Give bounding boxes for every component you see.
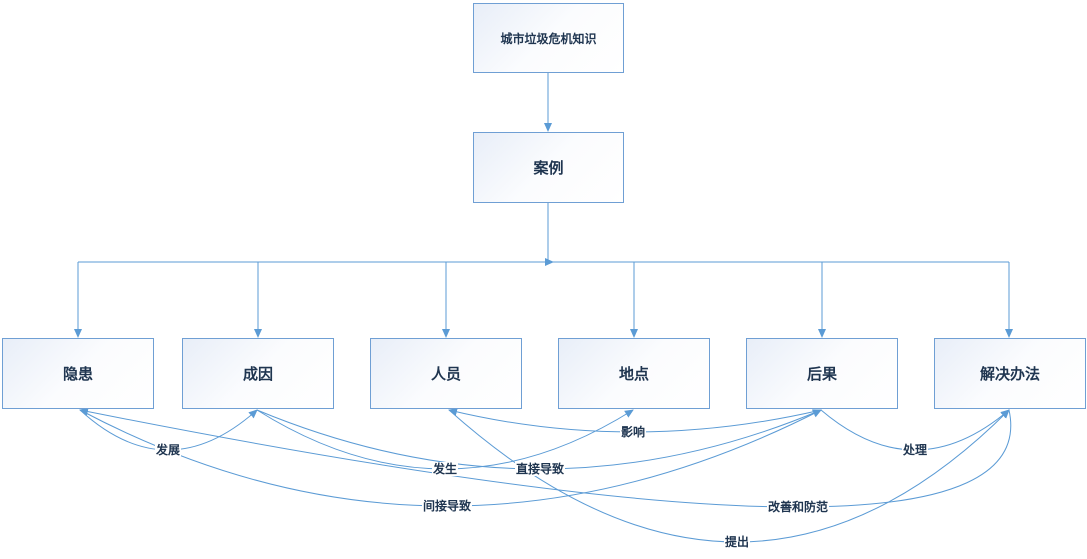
- edge-label-influence: 影响: [619, 425, 647, 439]
- edge-label-occur: 发生: [431, 462, 459, 476]
- node-solution[interactable]: 解决办法: [934, 338, 1086, 409]
- edge-label-propose: 提出: [723, 535, 751, 549]
- edge-occur: [256, 409, 634, 470]
- edge-label-improve: 改善和防范: [766, 500, 830, 514]
- node-people[interactable]: 人员: [370, 338, 522, 409]
- edge-propose: [448, 409, 1010, 543]
- edge-improve: [79, 407, 1012, 508]
- node-case[interactable]: 案例: [473, 132, 624, 203]
- edge-label-develop: 发展: [154, 443, 182, 457]
- node-root[interactable]: 城市垃圾危机知识: [473, 3, 624, 73]
- node-hazard[interactable]: 隐患: [2, 338, 154, 409]
- edge-direct: [256, 409, 822, 470]
- node-consequence[interactable]: 后果: [746, 338, 898, 409]
- node-place[interactable]: 地点: [558, 338, 710, 409]
- edge-indirect: [79, 409, 822, 507]
- node-cause[interactable]: 成因: [182, 338, 334, 409]
- edge-label-direct: 直接导致: [514, 462, 566, 476]
- edge-label-indirect: 间接导致: [421, 499, 473, 513]
- edge-label-handle: 处理: [901, 443, 929, 457]
